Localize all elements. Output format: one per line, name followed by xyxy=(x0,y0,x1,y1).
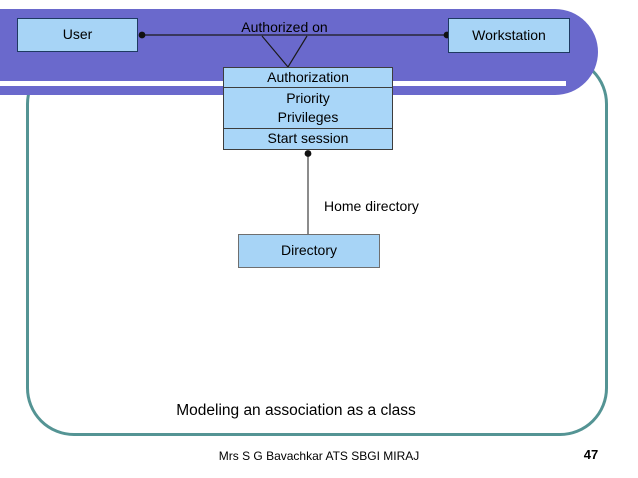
directory-class-label: Directory xyxy=(280,242,337,259)
footer-author-text: Mrs S G Bavachkar ATS SBGI MIRAJ xyxy=(218,449,420,463)
slide-page-number: 47 xyxy=(583,447,599,462)
authorization-attributes: Priority Privileges xyxy=(224,87,392,128)
user-class-box: User xyxy=(17,18,138,52)
class-attribute: Priority xyxy=(286,90,330,107)
class-attribute: Privileges xyxy=(277,108,339,125)
workstation-class-box: Workstation xyxy=(448,18,570,53)
authorization-operations: Start session xyxy=(224,128,392,149)
association-label: Authorized on xyxy=(241,19,328,35)
authorization-class-box: Authorization Priority Privileges Start … xyxy=(223,67,393,150)
authorization-class-name: Authorization xyxy=(267,68,349,85)
home-directory-label: Home directory xyxy=(324,198,419,214)
class-operation: Start session xyxy=(267,130,349,147)
directory-class-box: Directory xyxy=(238,234,380,268)
workstation-class-label: Workstation xyxy=(472,26,546,43)
slide-caption: Modeling an association as a class xyxy=(176,402,416,419)
user-class-label: User xyxy=(62,26,93,43)
